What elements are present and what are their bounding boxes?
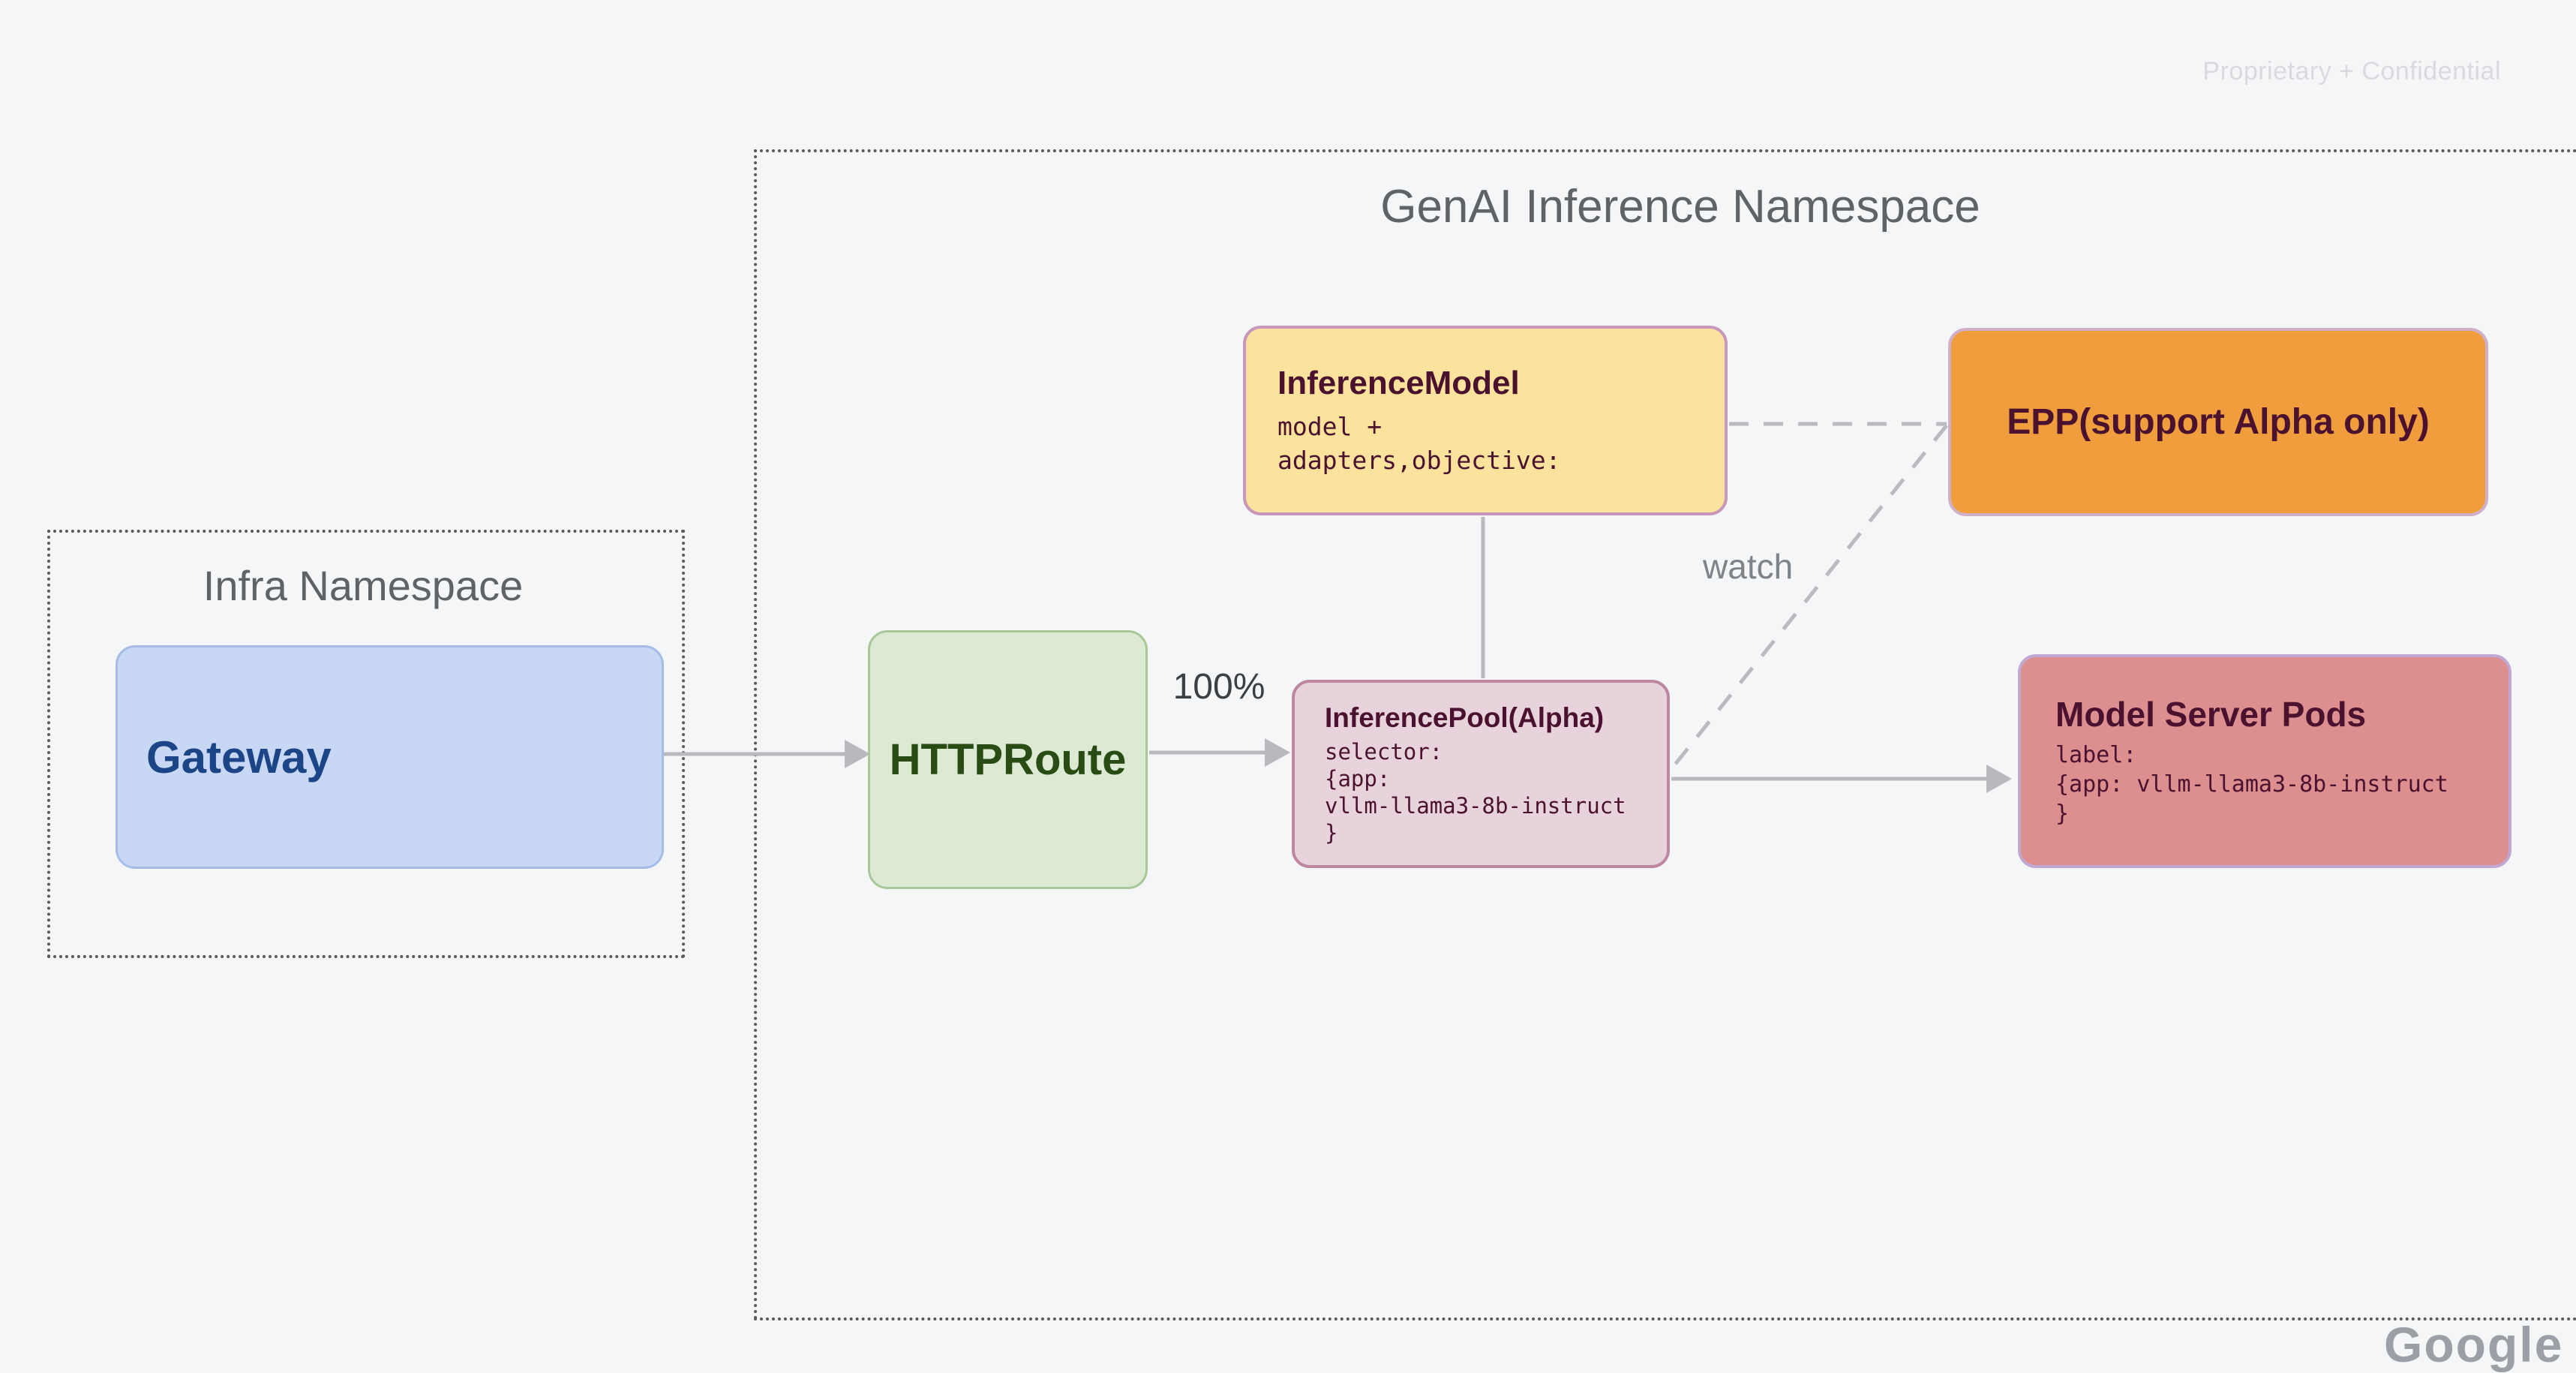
- watermark-text: Proprietary + Confidential: [2202, 57, 2501, 86]
- inference-model-node[interactable]: InferenceModel model + adapters,objectiv…: [1243, 326, 1728, 515]
- epp-title: EPP(support Alpha only): [2007, 402, 2430, 442]
- httproute-title: HTTPRoute: [889, 735, 1127, 784]
- inference-model-spec: model + adapters,objective:: [1277, 411, 1561, 475]
- genai-namespace-title: GenAI Inference Namespace: [1380, 181, 1980, 233]
- gateway-node[interactable]: Gateway: [116, 645, 664, 869]
- google-logo: Google: [2384, 1317, 2564, 1372]
- model-server-pods-label: label: {app: vllm-llama3-8b-instruct }: [2055, 742, 2448, 827]
- inference-model-title: InferenceModel: [1277, 364, 1520, 401]
- route-weight-label: 100%: [1172, 667, 1265, 707]
- infra-namespace-title: Infra Namespace: [203, 562, 524, 609]
- slide-canvas: Proprietary + Confidential GenAI Inferen…: [47, 57, 2576, 1372]
- watch-label: watch: [1703, 547, 1794, 586]
- model-server-pods-title: Model Server Pods: [2055, 695, 2367, 734]
- gateway-title: Gateway: [146, 732, 332, 783]
- inference-pool-title: InferencePool(Alpha): [1325, 702, 1605, 733]
- genai-namespace-box[interactable]: [754, 149, 2576, 1320]
- model-server-pods-node[interactable]: Model Server Pods label: {app: vllm-llam…: [2018, 654, 2511, 868]
- inference-pool-node[interactable]: InferencePool(Alpha) selector: {app: vll…: [1292, 680, 1670, 868]
- httproute-node[interactable]: HTTPRoute: [868, 630, 1148, 889]
- inference-pool-selector: selector: {app: vllm-llama3-8b-instruct …: [1325, 738, 1626, 846]
- epp-node[interactable]: EPP(support Alpha only): [1948, 328, 2488, 516]
- infra-namespace-box[interactable]: [47, 530, 685, 958]
